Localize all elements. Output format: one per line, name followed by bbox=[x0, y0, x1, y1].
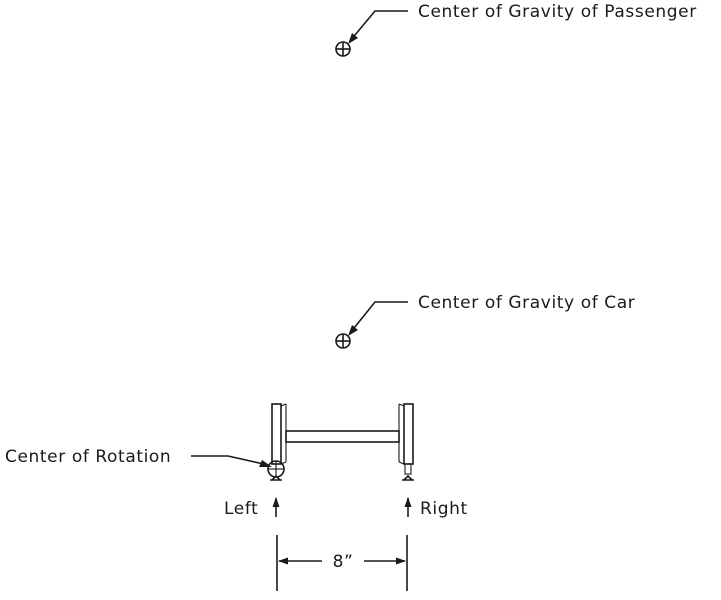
cart-end-view bbox=[267, 403, 414, 481]
cg-car-label: Center of Gravity of Car bbox=[418, 293, 635, 313]
cg-car-group: Center of Gravity of Car bbox=[335, 293, 635, 349]
center-of-rotation-label: Center of Rotation bbox=[5, 447, 171, 467]
cg-passenger-group: Center of Gravity of Passenger bbox=[335, 2, 697, 57]
right-wheel-icon bbox=[402, 463, 414, 481]
dimension-label: 8” bbox=[333, 552, 354, 572]
cg-car-marker-icon bbox=[335, 333, 351, 349]
cross-beam bbox=[285, 430, 400, 443]
center-of-rotation-leader bbox=[191, 455, 272, 467]
center-of-rotation-group: Center of Rotation bbox=[5, 447, 272, 467]
cg-passenger-label: Center of Gravity of Passenger bbox=[418, 2, 697, 22]
left-side-rail bbox=[271, 403, 287, 465]
right-side-rail bbox=[398, 403, 414, 465]
left-wheel-icon bbox=[267, 460, 285, 481]
width-dimension: 8” bbox=[276, 535, 408, 591]
right-label: Right bbox=[420, 499, 468, 519]
left-label: Left bbox=[224, 499, 258, 519]
cg-passenger-marker-icon bbox=[335, 41, 351, 57]
cg-passenger-leader bbox=[348, 10, 408, 44]
right-reaction-group: Right bbox=[404, 497, 468, 519]
cg-car-leader bbox=[348, 301, 408, 336]
left-reaction-group: Left bbox=[224, 497, 280, 519]
